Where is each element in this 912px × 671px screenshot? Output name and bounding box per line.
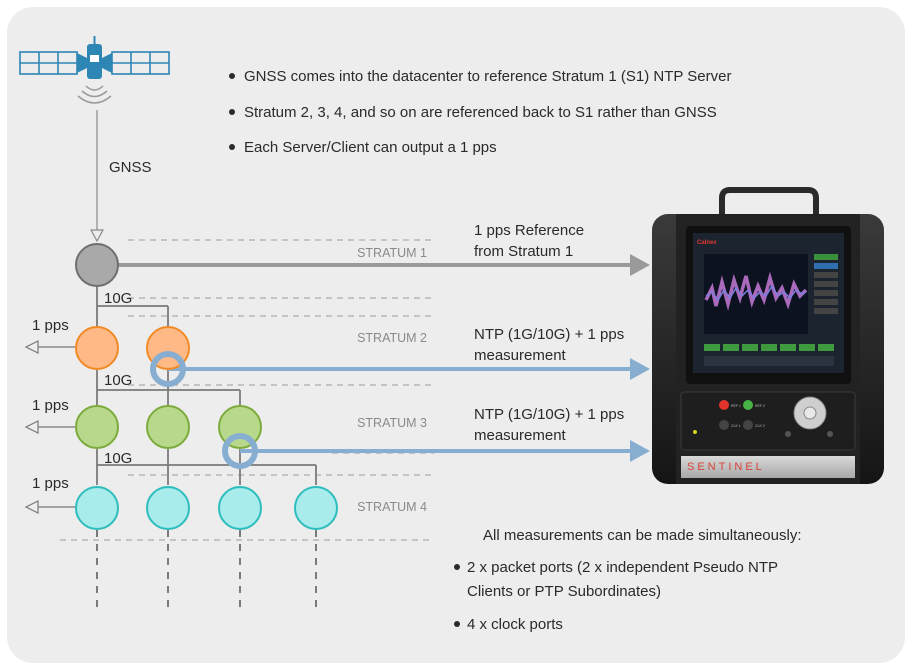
device-button-label: CLK 1 xyxy=(731,424,741,428)
measurement-arrowhead xyxy=(630,440,650,462)
device-button-label: REF 1 xyxy=(731,404,741,408)
measurement-label-line2: measurement xyxy=(474,427,567,444)
stratum4-node xyxy=(146,486,190,530)
pps-label: 1 pps xyxy=(32,475,69,492)
reference-arrowhead xyxy=(630,254,650,276)
device-name: SENTINEL xyxy=(687,461,765,473)
top-bullet-2: Stratum 2, 3, 4, and so on are reference… xyxy=(244,104,717,121)
device-name-plate xyxy=(681,456,855,478)
device-brand: Calnex xyxy=(697,240,717,246)
bottom-bullet-2: 4 x clock ports xyxy=(467,616,563,633)
bullet-dot xyxy=(229,73,235,79)
reference-label-line2: from Stratum 1 xyxy=(474,243,573,260)
stratum4-node xyxy=(294,486,338,530)
satellite-icon xyxy=(19,36,170,104)
bottom-bullet-1-line1: 2 x packet ports (2 x independent Pseudo… xyxy=(467,559,778,576)
bullet-dot xyxy=(229,109,235,115)
bullet-dot xyxy=(454,621,460,627)
stratum-label-2: STRATUM 2 xyxy=(357,331,427,345)
gnss-label: GNSS xyxy=(109,159,152,176)
stratum4-node xyxy=(75,486,119,530)
gnss-arrowhead xyxy=(89,229,105,243)
measurement-label-line1: NTP (1G/10G) + 1 pps xyxy=(474,326,624,343)
measurement-tap-ring xyxy=(150,351,186,387)
bullet-dot xyxy=(454,564,460,570)
top-bullet-3: Each Server/Client can output a 1 pps xyxy=(244,139,497,156)
bottom-bullet-1-line2: Clients or PTP Subordinates) xyxy=(467,583,661,600)
sentinel-device: Calnex REF 1 REF 2 xyxy=(652,187,884,484)
stratum-label-4: STRATUM 4 xyxy=(357,500,427,514)
top-bullet-1: GNSS comes into the datacenter to refere… xyxy=(244,68,731,85)
link-label-10g: 10G xyxy=(104,372,132,389)
bottom-heading: All measurements can be made simultaneou… xyxy=(483,527,802,544)
tree-links xyxy=(96,286,317,485)
stratum3-node xyxy=(75,405,119,449)
pps-arrowhead xyxy=(24,340,39,354)
measurement-tap-ring xyxy=(222,433,258,469)
pps-arrowhead xyxy=(24,500,39,514)
pps-arrowhead xyxy=(24,420,39,434)
link-label-10g: 10G xyxy=(104,450,132,467)
stratum1-node xyxy=(75,243,119,287)
continuation-lines xyxy=(96,530,317,610)
pps-label: 1 pps xyxy=(32,317,69,334)
pps-label: 1 pps xyxy=(32,397,69,414)
measurement-label-line1: NTP (1G/10G) + 1 pps xyxy=(474,406,624,423)
stratum3-node xyxy=(146,405,190,449)
device-button-label: CLK 2 xyxy=(755,424,765,428)
measurement-label-line2: measurement xyxy=(474,347,567,364)
device-button-label: REF 2 xyxy=(755,404,765,408)
stratum-label-3: STRATUM 3 xyxy=(357,416,427,430)
stratum4-node xyxy=(218,486,262,530)
reference-label-line1: 1 pps Reference xyxy=(474,222,584,239)
bullet-dot xyxy=(229,144,235,150)
link-label-10g: 10G xyxy=(104,290,132,307)
measurement-arrowhead xyxy=(630,358,650,380)
stratum-label-1: STRATUM 1 xyxy=(357,246,427,260)
stratum2-node xyxy=(75,326,119,370)
